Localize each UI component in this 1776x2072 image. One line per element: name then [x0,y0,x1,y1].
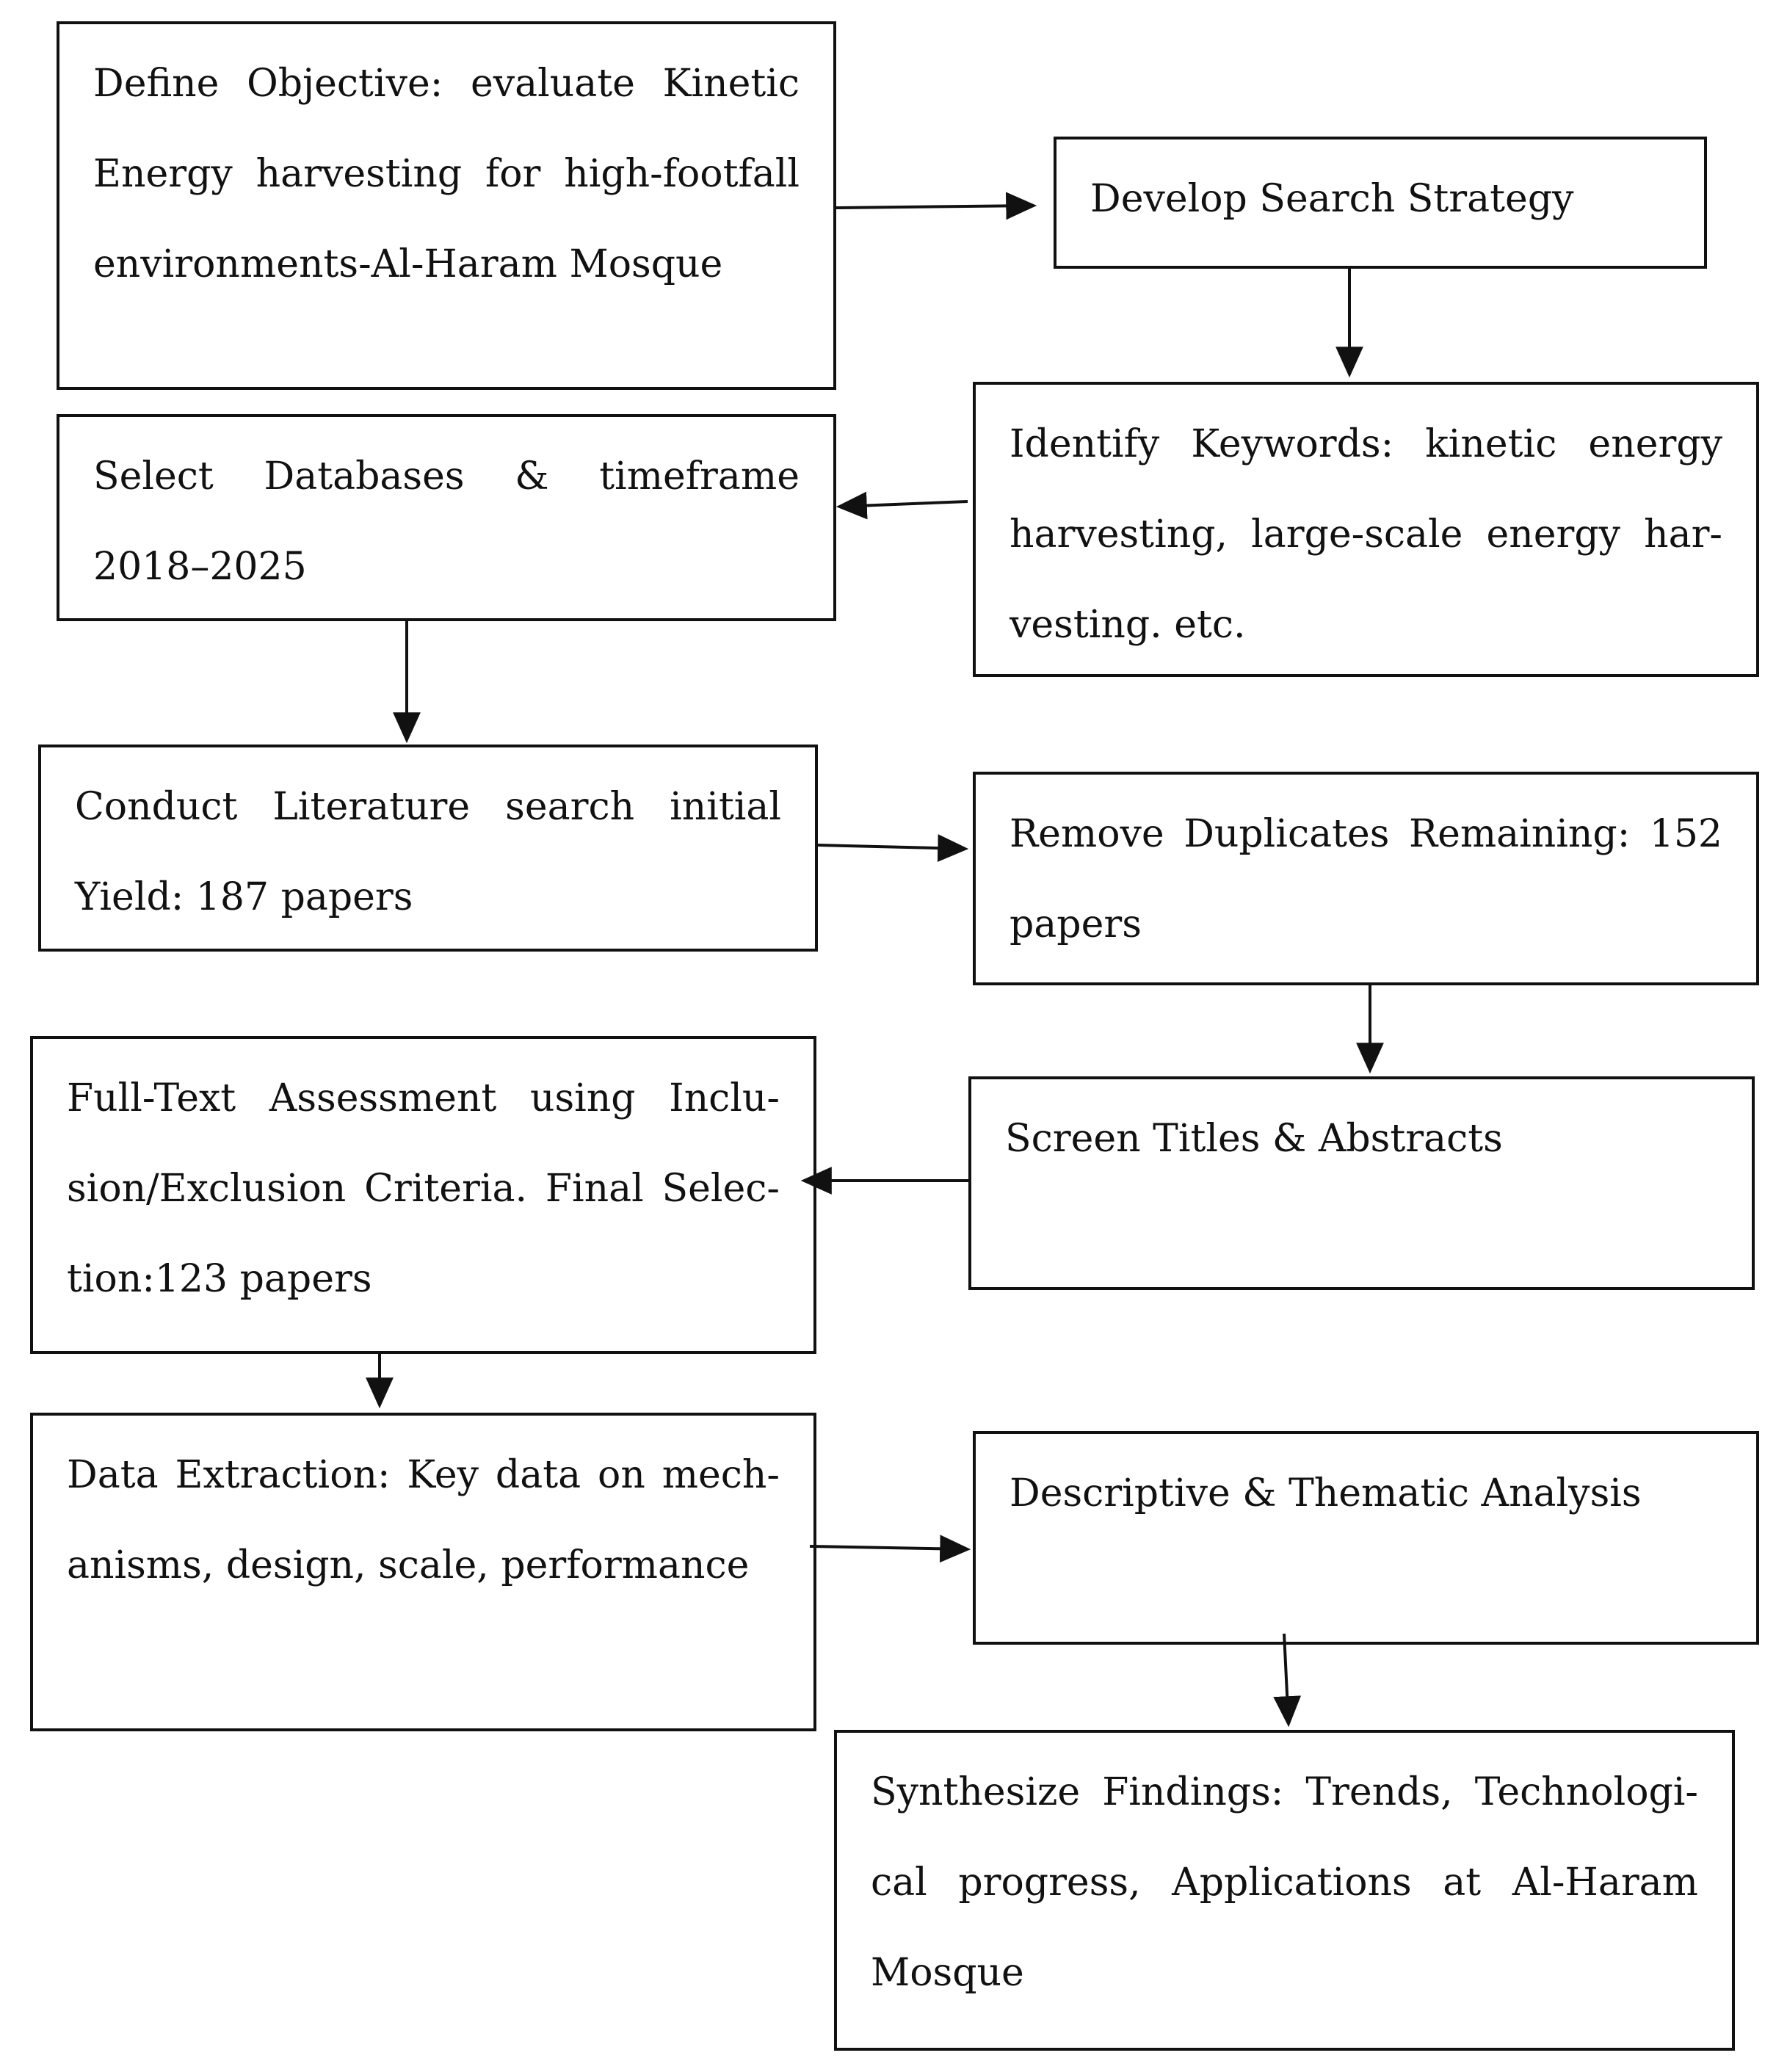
descriptive-analysis-text: Descriptive & Thematic Analysis [1010,1471,1642,1515]
select-databases-box: Select Databases & timeframe 2018–2025 [57,414,836,621]
full-text-assessment-text: Full-Text Assessment using Inclu-sion/Ex… [67,1076,780,1301]
arrow-search-to-duplicates [817,834,969,862]
remove-duplicates-text: Remove Duplicates Remaining: 152 papers [1010,812,1722,946]
screen-titles-box: Screen Titles & Abstracts [968,1076,1755,1290]
remove-duplicates-box: Remove Duplicates Remaining: 152 papers [973,772,1759,985]
arrow-keywords-to-databases [836,491,968,520]
synthesize-findings-box: Synthesize Findings: Trends, Technologi-… [834,1730,1735,2051]
conduct-search-text: Conduct Literature search initial Yield:… [75,785,781,919]
synthesize-findings-text: Synthesize Findings: Trends, Technologi-… [871,1770,1698,1995]
arrow-analysis-to-synthesis [1273,1633,1302,1728]
data-extraction-box: Data Extraction: Key data on mech-anisms… [30,1413,816,1731]
data-extraction-text: Data Extraction: Key data on mech-anisms… [67,1453,780,1587]
define-objective-text: Define Objective: evaluate Kinetic Energ… [93,62,800,286]
identify-keywords-text: Identify Keywords: kinetic energy harves… [1010,422,1722,647]
screen-titles-text: Screen Titles & Abstracts [1005,1117,1503,1161]
define-objective-box: Define Objective: evaluate Kinetic Energ… [57,21,836,390]
select-databases-text: Select Databases & timeframe 2018–2025 [93,454,800,589]
full-text-assessment-box: Full-Text Assessment using Inclu-sion/Ex… [30,1036,816,1354]
descriptive-analysis-box: Descriptive & Thematic Analysis [973,1431,1759,1645]
conduct-search-box: Conduct Literature search initial Yield:… [38,745,818,952]
develop-search-strategy-text: Develop Search Strategy [1090,177,1574,221]
identify-keywords-box: Identify Keywords: kinetic energy harves… [973,382,1759,677]
develop-search-strategy-box: Develop Search Strategy [1054,137,1707,269]
arrow-extraction-to-analysis [809,1535,971,1563]
arrow-objective-to-strategy [836,192,1037,220]
